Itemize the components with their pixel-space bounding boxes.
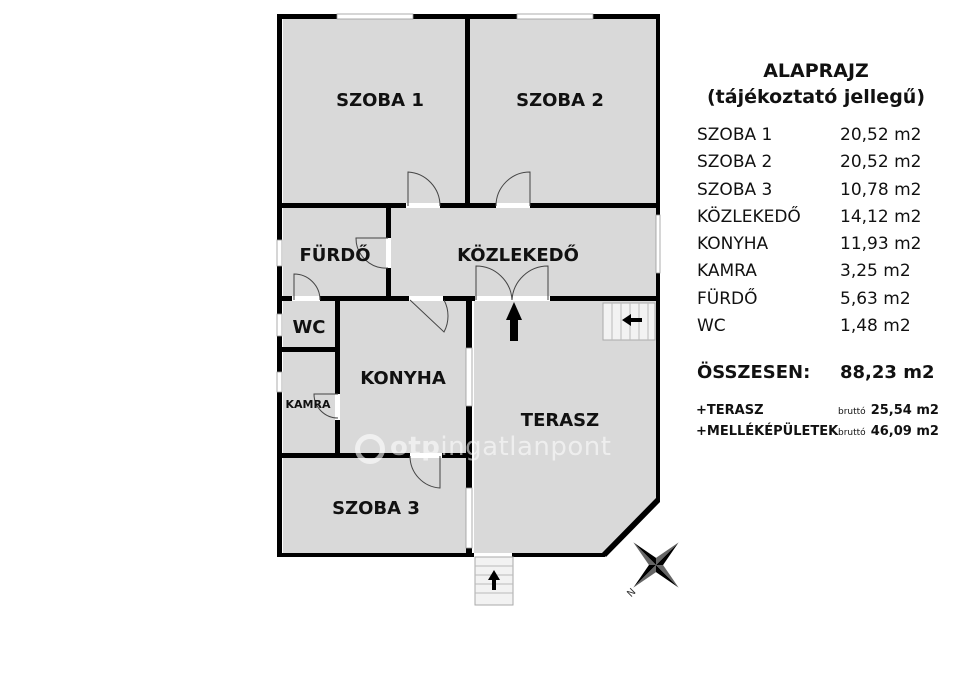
floor-szoba-2 (470, 18, 656, 204)
room-area: 20,52 m2 (840, 152, 922, 173)
extra-value: 25,54 m2 (870, 403, 939, 419)
floor-konyha (340, 300, 470, 453)
total-row: ÖSSZESEN: 88,23 m2 (690, 362, 952, 383)
room-name: FÜRDŐ (697, 288, 758, 309)
room-name: WC (697, 316, 726, 337)
label-furdo: FÜRDŐ (299, 244, 370, 266)
extra-prefix: bruttó (838, 428, 866, 439)
room-name: SZOBA 3 (697, 179, 773, 200)
windows (276, 13, 661, 549)
room-name: SZOBA 1 (697, 125, 773, 145)
extra-label: +TERASZ (696, 403, 764, 419)
label-kozlekedo: KÖZLEKEDŐ (457, 244, 579, 266)
label-wc: WC (292, 317, 325, 338)
legend-subtitle: (tájékoztató jellegű) (707, 86, 925, 108)
room-area: 1,48 m2 (840, 316, 911, 337)
watermark-logo-icon (355, 434, 385, 464)
legend-row: KÖZLEKEDŐ 14,12 m2 (690, 204, 952, 231)
door-swings (293, 171, 549, 489)
room-area: 11,93 m2 (840, 234, 922, 255)
floor-kamra (283, 352, 335, 453)
room-area: 10,78 m2 (840, 179, 922, 200)
extra-value: 46,09 m2 (870, 424, 939, 440)
room-area: 14,12 m2 (840, 206, 922, 227)
floor-terasz (474, 300, 656, 553)
room-name: KÖZLEKEDŐ (697, 206, 801, 227)
compass-letter: N (625, 587, 638, 600)
watermark-name: ingatlanpont (440, 432, 612, 462)
legend-row: SZOBA 1 20,52 m2 (690, 122, 952, 149)
watermark-brand: otp (390, 432, 441, 462)
legend-row: KONYHA 11,93 m2 (690, 231, 952, 258)
label-terasz: TERASZ (521, 410, 599, 431)
extra-prefix: bruttó (838, 407, 866, 418)
floor-plan: N SZOBA 1 SZOBA 2 FÜRDŐ KÖZLEKEDŐ WC KON… (276, 13, 679, 606)
floor-szoba-3 (283, 458, 470, 553)
extra-row: +TERASZ bruttó 25,54 m2 (690, 401, 952, 422)
room-name: KAMRA (697, 261, 757, 282)
room-area: 3,25 m2 (840, 261, 911, 282)
room-floors (283, 18, 656, 553)
floor-szoba-1 (283, 18, 466, 204)
front-stairs (474, 556, 514, 606)
area-legend: ALAPRAJZ (tájékoztató jellegű) SZOBA 1 20… (690, 58, 952, 443)
compass-icon (633, 542, 679, 588)
label-szoba-3: SZOBA 3 (332, 498, 420, 519)
label-kamra: KAMRA (286, 398, 331, 411)
legend-title: ALAPRAJZ (763, 60, 869, 82)
floor-furdo (283, 208, 387, 296)
total-value: 88,23 m2 (840, 362, 935, 384)
room-name: KONYHA (697, 234, 769, 255)
legend-row: SZOBA 3 10,78 m2 (690, 177, 952, 204)
legend-row: FÜRDŐ 5,63 m2 (690, 286, 952, 313)
label-konyha: KONYHA (360, 368, 446, 389)
legend-row: KAMRA 3,25 m2 (690, 258, 952, 285)
room-area: 5,63 m2 (840, 288, 911, 309)
room-area: 20,52 m2 (840, 125, 922, 145)
legend-row: SZOBA 2 20,52 m2 (690, 149, 952, 176)
watermark: otpingatlanpont (390, 432, 611, 462)
floor-wc (283, 300, 335, 348)
label-szoba-1: SZOBA 1 (336, 90, 424, 111)
floor-kozlekedo (391, 208, 656, 296)
label-szoba-2: SZOBA 2 (516, 90, 604, 111)
side-stairs (602, 302, 656, 341)
extra-label: +MELLÉKÉPÜLETEK (696, 424, 839, 440)
entrance-arrow-icon (506, 302, 522, 341)
legend-row: WC 1,48 m2 (690, 313, 952, 340)
room-name: SZOBA 2 (697, 152, 773, 173)
total-label: ÖSSZESEN: (697, 362, 811, 384)
